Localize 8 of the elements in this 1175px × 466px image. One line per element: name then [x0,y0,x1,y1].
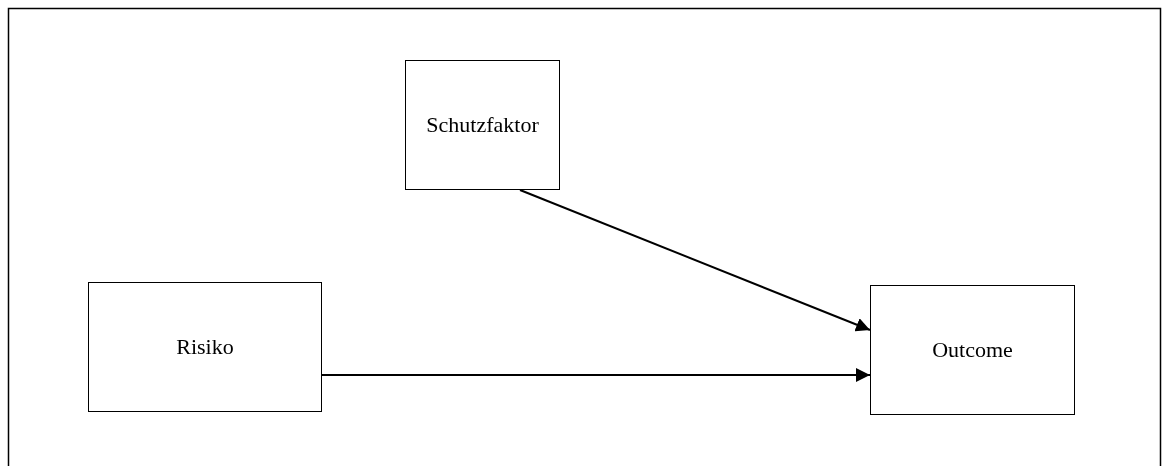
box-label: Schutzfaktor [426,112,539,138]
box-label: Outcome [932,337,1013,363]
process-box [870,285,1075,415]
process-box [405,60,560,190]
box-label: Risiko [176,334,234,360]
process-box [88,282,322,412]
arrow [321,368,871,382]
arrow [519,189,871,332]
